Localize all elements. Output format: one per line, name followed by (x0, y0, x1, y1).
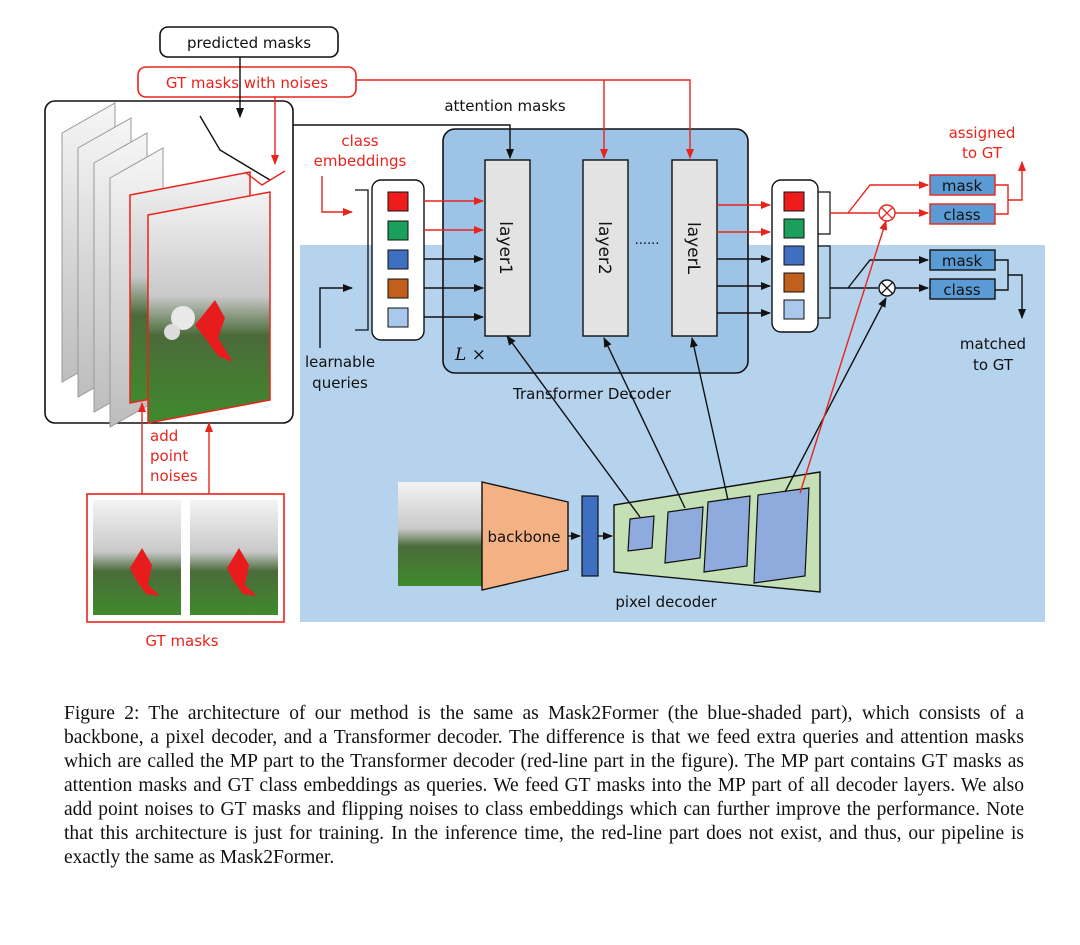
learnable-queries-label-1: learnable (305, 353, 375, 371)
add-point-noises-label-3: noises (150, 467, 198, 485)
assigned-to-gt-label-2: to GT (962, 144, 1003, 162)
predicted-masks-box (159, 26, 339, 58)
layer1-box (484, 159, 531, 337)
matched-mask-label: mask (942, 252, 983, 270)
layer2-label: layer2 (594, 221, 614, 274)
matched-class-box (929, 278, 996, 300)
backbone-block (481, 481, 569, 591)
transformer-decoder-label: Transformer Decoder (512, 385, 672, 403)
class-embeddings-label-1: class (341, 132, 378, 150)
architecture-diagram: layer1 layer2 layerL ...... L × Transfor… (44, 26, 1045, 650)
backbone-label: backbone (487, 528, 560, 546)
caption-text: The architecture of our method is the sa… (64, 702, 1024, 868)
output-query-token (783, 191, 805, 212)
feature-map-1 (627, 515, 655, 552)
assigned-class-label: class (943, 206, 980, 224)
query-token (387, 307, 409, 328)
feature-map-3 (703, 495, 751, 573)
gt-masks-noises-label: GT masks with noises (166, 74, 328, 92)
noisy-gt-mask-stack (129, 171, 271, 424)
output-query-token (783, 245, 805, 266)
input-query-column (355, 179, 425, 341)
predicted-masks-label: predicted masks (187, 34, 311, 52)
layerL-box (671, 159, 718, 337)
gt-masks-noises-box (137, 66, 357, 98)
gt-masks-label: GT masks (145, 632, 218, 650)
query-token (387, 278, 409, 299)
query-token (387, 220, 409, 241)
query-token (387, 249, 409, 270)
learnable-queries-label-2: queries (312, 374, 368, 392)
layer2-box (582, 159, 629, 337)
attention-mask-arrow (293, 124, 514, 159)
matched-class-label: class (943, 281, 980, 299)
add-point-noises-label-1: add (150, 427, 178, 445)
output-query-token (783, 218, 805, 239)
figure-caption: Figure 2: The architecture of our method… (64, 702, 1024, 870)
attention-masks-label: attention masks (444, 97, 565, 115)
assigned-mask-label: mask (942, 177, 983, 195)
matched-to-gt-label-2: to GT (973, 356, 1014, 374)
assigned-to-gt-label-1: assigned (949, 124, 1016, 142)
feature-map-2 (664, 506, 704, 564)
pixel-decoder-label: pixel decoder (615, 593, 717, 611)
l-times-label: L × (454, 345, 486, 365)
output-query-token (783, 272, 805, 293)
matched-to-gt-label-1: matched (960, 335, 1026, 353)
output-query-column (771, 179, 831, 333)
layer1-label: layer1 (495, 221, 515, 274)
add-point-noises-label-2: point (150, 447, 188, 465)
caption-figure-label: Figure 2: (64, 702, 140, 724)
output-query-token (783, 299, 805, 320)
layerL-label: layerL (683, 222, 703, 275)
input-image (398, 482, 482, 586)
backbone-feature-bar (581, 495, 599, 577)
layers-ellipsis: ...... (635, 233, 660, 248)
gt-noise-line (356, 79, 694, 159)
feature-map-4 (753, 487, 810, 584)
query-token (387, 191, 409, 212)
class-embeddings-label-2: embeddings (314, 152, 407, 170)
